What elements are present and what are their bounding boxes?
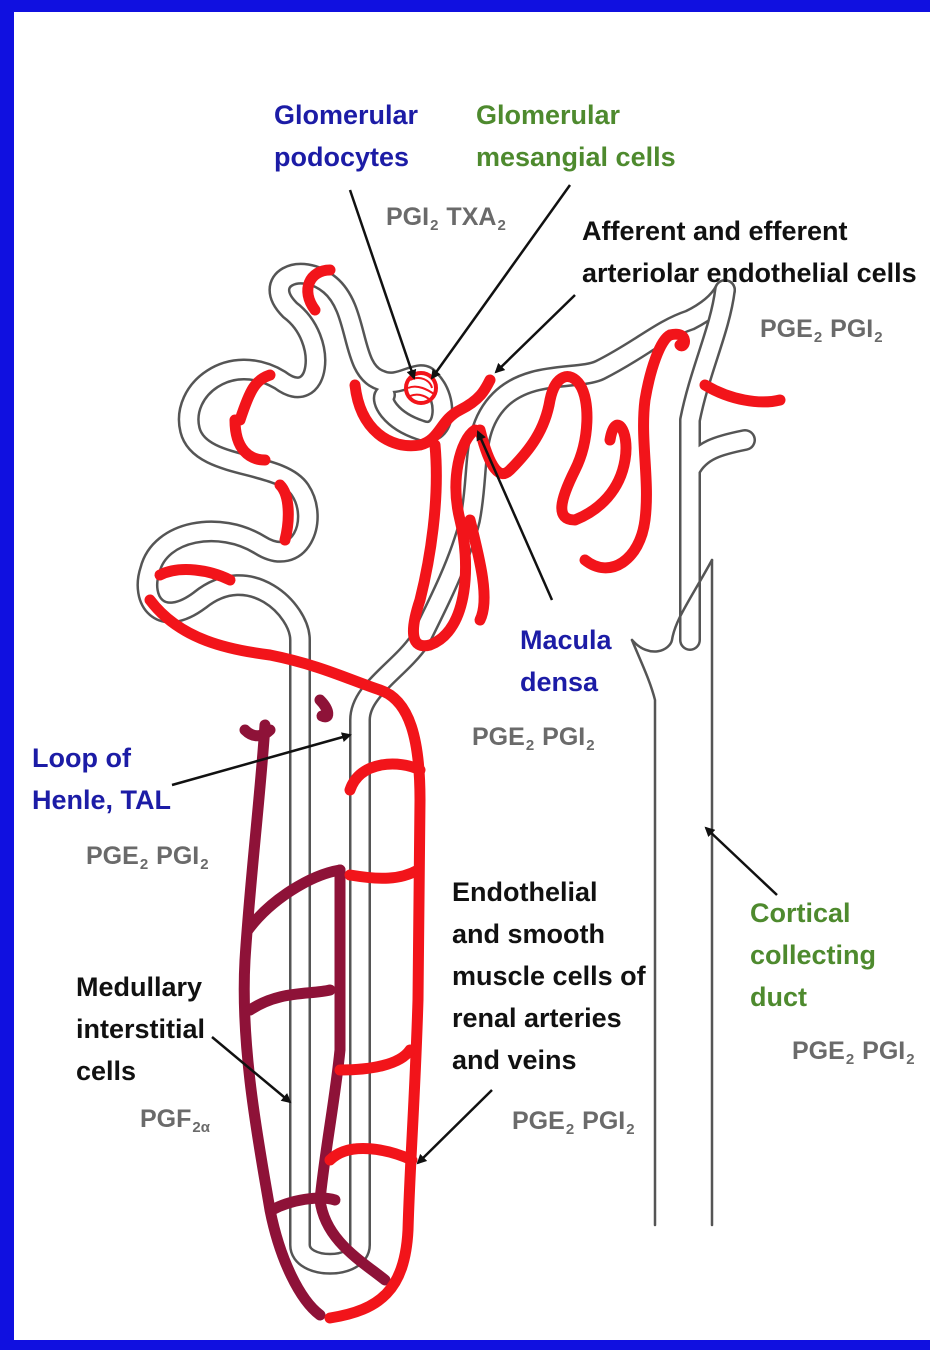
label-line: Glomerular [476,94,676,136]
label-line: collecting [750,934,876,976]
label-loop-of-henle: Loop of Henle, TAL [32,737,171,821]
label-medullary-interstitial-cells: Medullary interstitial cells [76,966,205,1092]
label-line: Henle, TAL [32,779,171,821]
label-endothelial-smooth-muscle: Endothelial and smooth muscle cells of r… [452,871,646,1081]
label-line: renal arteries [452,997,646,1039]
label-line: Cortical [750,892,876,934]
label-line: Medullary [76,966,205,1008]
label-line: and smooth [452,913,646,955]
label-line: duct [750,976,876,1018]
label-line: podocytes [274,136,418,178]
label-line: cells [76,1050,205,1092]
label-line: Endothelial [452,871,646,913]
label-line: and veins [452,1039,646,1081]
label-glomerular-mesangial-cells: Glomerular mesangial cells [476,94,676,178]
label-macula-densa: Macula densa [520,619,612,703]
label-line: densa [520,661,612,703]
label-line: arteriolar endothelial cells [582,252,917,294]
label-cortical-collecting-duct: Cortical collecting duct [750,892,876,1018]
label-line: muscle cells of [452,955,646,997]
mediator-medullary: PGF2α [140,1098,210,1149]
label-line: Macula [520,619,612,661]
arrow-endothelial [418,1090,492,1163]
label-line: Glomerular [274,94,418,136]
label-afferent-efferent: Afferent and efferent arteriolar endothe… [582,210,917,294]
label-line: mesangial cells [476,136,676,178]
label-glomerular-podocytes: Glomerular podocytes [274,94,418,178]
label-line: Afferent and efferent [582,210,917,252]
label-line: Loop of [32,737,171,779]
label-line: interstitial [76,1008,205,1050]
arrow-cortical [706,828,777,895]
arrow-afferent [496,295,575,372]
